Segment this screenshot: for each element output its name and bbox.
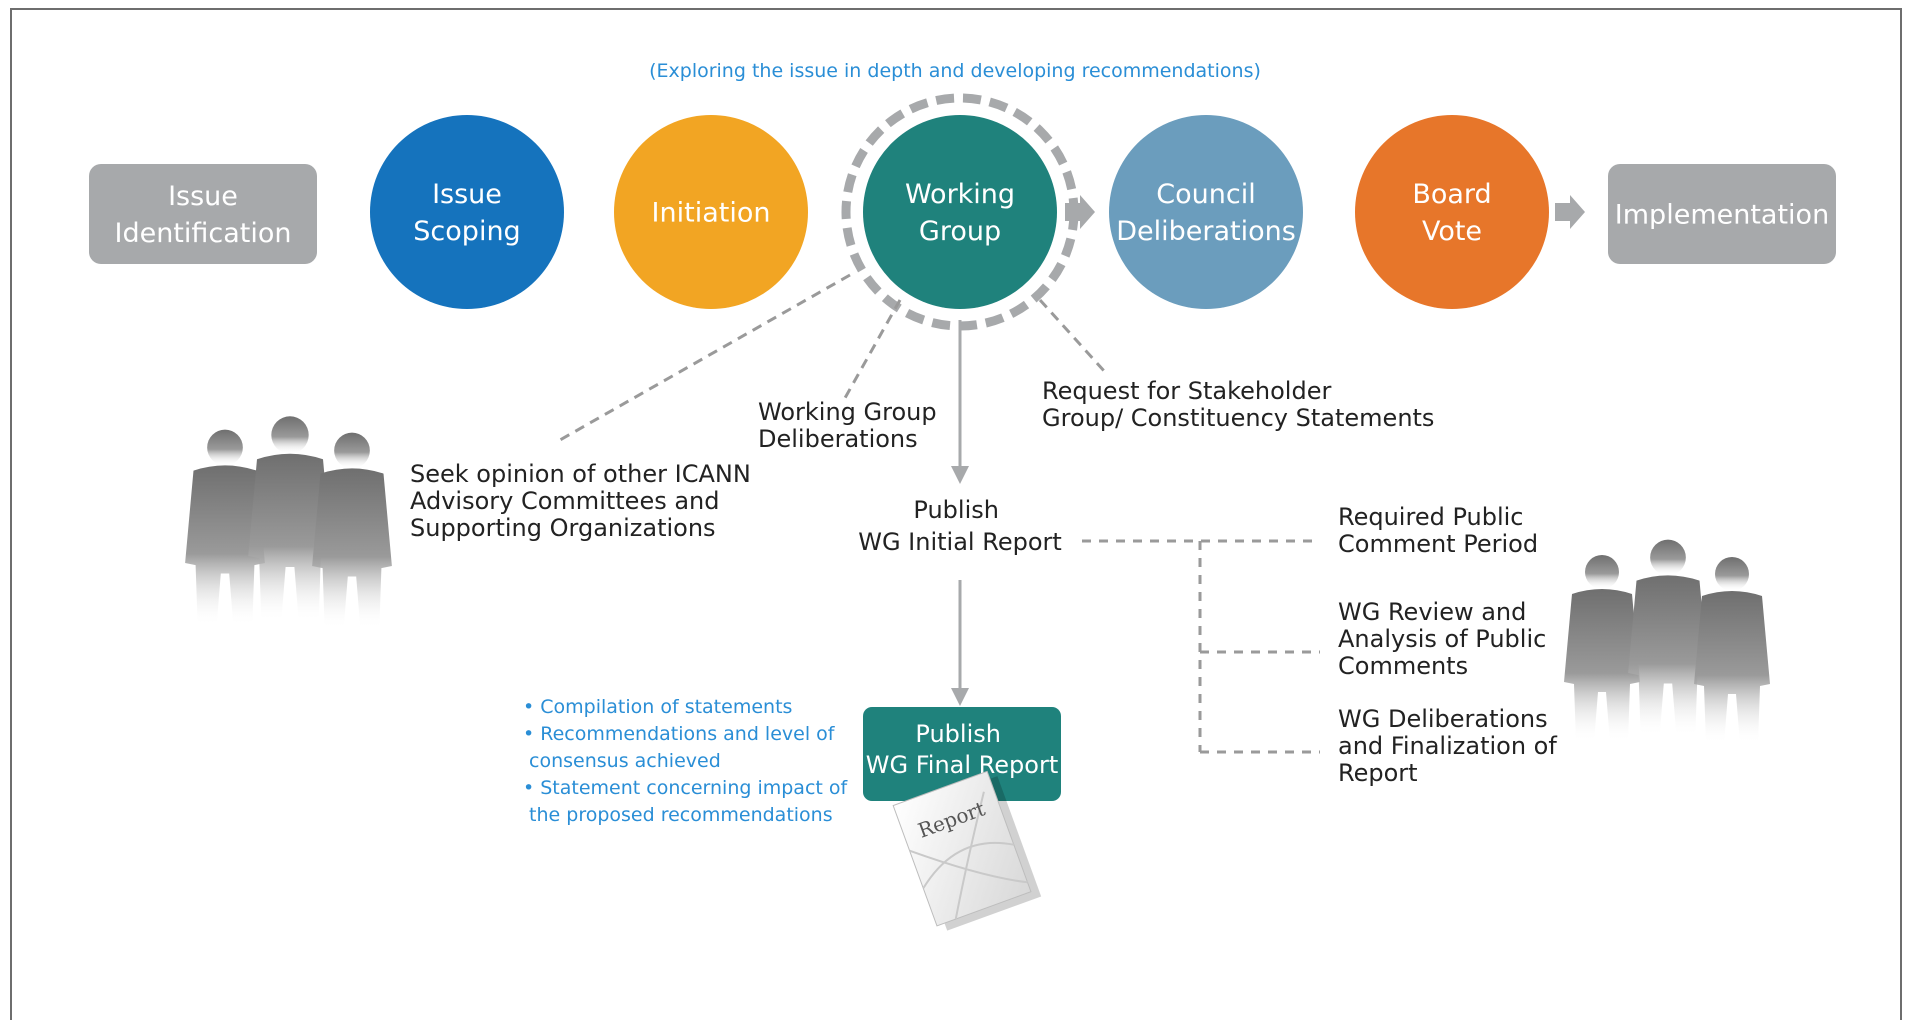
ray-to-wg-deliberations [843,299,902,399]
request-statements-text: Request for Stakeholder Group/ Constitue… [1042,377,1434,432]
stage-label: Implementation [1615,199,1829,230]
final-report-contents: • Compilation of statements • Recommendat… [523,696,849,826]
arrow-right-icon [1555,195,1585,229]
stage-circle [1109,115,1303,309]
arrow-down-icon [951,688,969,706]
seek-opinion-text: Seek opinion of other ICANN Advisory Com… [410,460,758,542]
people-silhouettes-icon [185,416,392,629]
process-subtitle: (Exploring the issue in depth and develo… [649,60,1261,82]
diagram-frame [10,8,1902,1020]
report-flow-arrows [951,320,969,706]
publish-initial-report: Publish WG Initial Report [858,496,1062,556]
contents-bullet: • Recommendations and level of consensus… [523,723,836,772]
stage-box [89,164,317,264]
final-report-box: Publish WG Final Report [863,707,1061,801]
people-silhouettes-icon [1564,539,1770,744]
wg-deliberations-text: Working Group Deliberations [758,398,944,453]
svg-text:Publish WG Final Report: Publish WG Final Report [866,720,1058,779]
stage-initiation: Initiation [614,115,808,309]
ray-to-advisory-committees [559,273,851,442]
public-comment-bracket [1082,539,1320,754]
report-document-icon: Report [892,770,1042,931]
stage-label: Initiation [652,197,771,228]
stage-implementation: Implementation [1608,164,1836,264]
stage-circle [614,115,808,309]
stage-circle [1355,115,1549,309]
ray-to-stakeholder-statements [1038,298,1107,374]
contents-bullet: • Statement concerning impact of the pro… [523,777,849,826]
working-group-rays [559,273,1107,442]
arrow-down-icon [951,466,969,484]
stage-circle [863,115,1057,309]
contents-bullet: • Compilation of statements [523,696,792,718]
stage-box [1608,164,1836,264]
stage-circle [370,115,564,309]
